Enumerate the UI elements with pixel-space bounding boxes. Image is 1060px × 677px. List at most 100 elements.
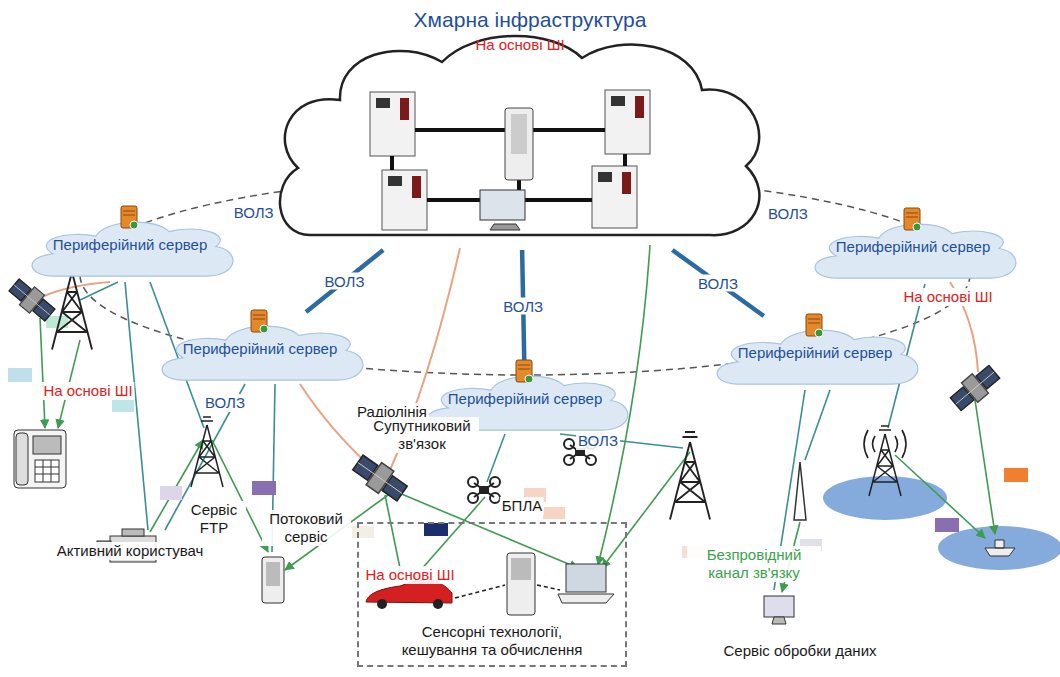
server-icon (120, 204, 140, 230)
videophone-icon (35, 460, 59, 482)
satellite-icon (7, 276, 58, 324)
satellite-icon (948, 362, 1003, 414)
text-label: ВОЛЗ (576, 432, 620, 450)
server-icon (260, 325, 268, 333)
computer-icon (764, 596, 794, 617)
text-label: На основі ШІ (901, 288, 994, 306)
data-packets (1004, 468, 1028, 482)
data-packets (112, 400, 134, 412)
node-text: На основі ШІ (475, 36, 564, 250)
cloud-infrastructure (611, 96, 625, 106)
wireless-arrows (40, 245, 995, 592)
tower-icon (191, 417, 223, 487)
wireless-arrows (895, 455, 985, 538)
laptop-icon (558, 564, 614, 603)
cloud-infrastructure (400, 96, 644, 198)
car-icon (433, 599, 443, 609)
server-icon (250, 308, 270, 334)
laptop-icon (558, 594, 614, 603)
edge-server-cloud: Периферійний сервер (806, 210, 1020, 284)
computer-icon (764, 596, 794, 624)
data-packets (252, 481, 276, 495)
cloud-infrastructure (280, 36, 759, 235)
wireless-arrows (40, 318, 45, 428)
server-icon (525, 375, 533, 383)
server-icon (906, 213, 918, 217)
cloud-infrastructure (388, 176, 402, 186)
server-icon (815, 329, 823, 337)
cloud-infrastructure (400, 98, 409, 120)
server-icon (518, 365, 530, 369)
cloud-infrastructure (605, 90, 650, 154)
cloud-infrastructure (370, 90, 650, 230)
fiber-links (805, 390, 830, 460)
data-packets (352, 526, 374, 538)
fiber-connector (672, 250, 763, 316)
mobile-icon (511, 558, 531, 580)
text-label: Активний користувач (55, 542, 206, 560)
tower-icon (670, 432, 710, 520)
node-text: Периферійний сервер (836, 238, 990, 256)
text-label: Безпровідний канал зв'язку (687, 546, 821, 582)
data-packets (160, 486, 182, 500)
cloud-infrastructure (270, 30, 770, 250)
cloud-infrastructure (382, 170, 427, 230)
fiber-links (487, 434, 505, 482)
link-label: ВОЛЗ (323, 273, 367, 290)
coverage-area (938, 526, 1060, 570)
server-icon (123, 211, 135, 215)
text-label: На основі ШІ (41, 382, 134, 400)
cloud-infrastructure (490, 224, 520, 230)
text-label: На основі ШІ (363, 566, 456, 584)
fiber-connector (306, 250, 383, 312)
cloud-infrastructure (622, 172, 631, 194)
edge-server-cloud (32, 222, 233, 276)
server-icon (805, 312, 825, 338)
edge-server-cloud: Периферійний сервер (708, 316, 922, 390)
server-icon (121, 206, 137, 228)
server-icon (130, 221, 138, 229)
server-icon (516, 360, 532, 382)
text-label: Сервіс обробки даних (721, 642, 878, 660)
radio-links (44, 248, 978, 470)
cloud-infrastructure (598, 172, 612, 182)
handheld-icon (262, 557, 284, 603)
cloud-infrastructure (480, 190, 525, 220)
node-text: Периферійний сервер (738, 344, 892, 362)
wireless-arrows (392, 490, 578, 568)
server-icon (251, 310, 267, 332)
server-icon (515, 358, 535, 384)
computer-icon (772, 617, 786, 624)
diagram-title: Хмарна інфраструктура (414, 8, 647, 32)
cloud-infrastructure (412, 176, 421, 198)
videophone-icon (35, 460, 59, 482)
wifi-arcs (864, 430, 906, 458)
handheld-icon (266, 562, 280, 586)
data-packets (424, 523, 448, 536)
handheld-icon (262, 557, 284, 603)
fiber-links (80, 282, 118, 300)
car-icon (377, 599, 387, 609)
cloud-infrastructure (505, 108, 533, 180)
data-packets (935, 518, 959, 532)
edge-server-cloud (162, 326, 363, 380)
cloud-infrastructure (511, 114, 527, 154)
wireless-arrows (602, 452, 690, 568)
text-label: БПЛА (500, 497, 544, 515)
server-icon (903, 206, 923, 232)
cloud-infrastructure (370, 92, 415, 156)
videophone-icon (33, 436, 61, 454)
text-label: Потоковий сервіс (262, 510, 351, 546)
cloud-infrastructure (592, 166, 637, 228)
link-label: ВОЛЗ (232, 203, 276, 220)
camera-icon (122, 529, 144, 536)
node-text: Сенсорні технології, кешування та обчисл… (387, 623, 597, 659)
satellite-icon (350, 451, 410, 504)
server-icon (808, 319, 820, 323)
local-links (455, 585, 560, 598)
drone-icon (468, 477, 500, 503)
link-label: ВОЛЗ (696, 275, 740, 292)
node-text: Периферійний сервер (53, 236, 207, 254)
text-label: Сервіс FTP (182, 501, 246, 537)
link-label: ВОЛЗ (501, 298, 545, 315)
